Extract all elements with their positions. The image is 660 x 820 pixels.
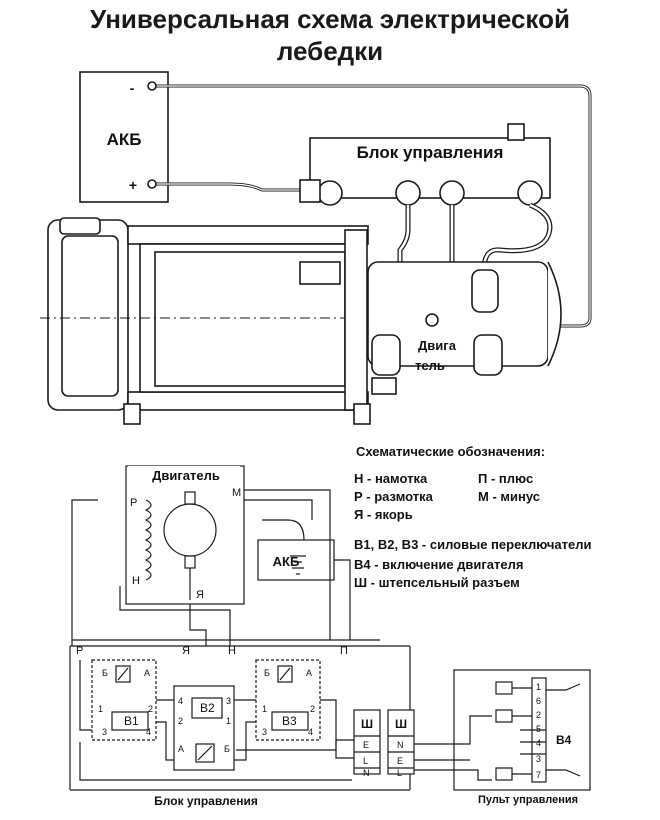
remote-pin-6: 6: [536, 696, 541, 706]
remote-b4-label: В4: [556, 733, 572, 747]
schematic-remote-label: Пульт управления: [478, 794, 578, 806]
b1-pin-4: 4: [146, 727, 151, 737]
legend-b4: В4 - включение двигателя: [354, 557, 524, 572]
battery-plus-sign: +: [129, 177, 137, 193]
sh-left-pin-n: N: [363, 768, 370, 778]
connector-sh-left: [353, 709, 381, 775]
b3-pin-2: 2: [310, 704, 315, 714]
battery-minus-wire: [150, 182, 300, 192]
terminal-n-motor: Н: [132, 575, 140, 587]
schematic-motor-label: Двигатель: [152, 468, 220, 483]
schematic-control-block-label: Блок управления: [154, 794, 258, 808]
switch-b2: [173, 685, 235, 771]
legend-ya: Я - якорь: [354, 507, 413, 522]
battery-minus-sign: -: [130, 80, 135, 96]
remote-pin-4: 4: [536, 738, 541, 748]
motor-label-line-2: тель: [415, 358, 445, 373]
motor-cable-3: [481, 202, 553, 271]
b2-pin-a: А: [178, 744, 184, 754]
legend-sh: Ш - штепсельный разъем: [354, 575, 520, 590]
legend-n: Н - намотка: [354, 471, 428, 486]
b2-pin-1: 1: [226, 716, 231, 726]
b2-pin-3: 3: [226, 696, 231, 706]
b3-pin-4: 4: [308, 727, 313, 737]
b1-pin-b: Б: [102, 668, 108, 678]
remote-pin-5: 5: [536, 724, 541, 734]
b2-pin-4: 4: [178, 696, 183, 706]
connector-sh-right-label: Ш: [395, 717, 407, 731]
sh-left-pin-l: L: [363, 756, 368, 766]
motor-label-line-1: Двига: [418, 338, 457, 353]
switch-b3-label: В3: [282, 714, 297, 728]
terminal-n-block: Н: [228, 645, 236, 657]
sh-right-pin-l: L: [397, 768, 402, 778]
legend-p: П - плюс: [478, 471, 534, 486]
schematic-battery-label: АКБ: [273, 554, 300, 569]
b1-pin-2: 2: [148, 704, 153, 714]
legend-heading: Схематические обозначения:: [356, 444, 546, 459]
control-block-housing: [309, 137, 551, 199]
remote-pin-3: 3: [536, 754, 541, 764]
motor-frame: [125, 465, 245, 605]
legend-r: Р - размотка: [354, 489, 433, 504]
terminal-r-block: Р: [76, 645, 83, 657]
legend-b123: В1, В2, В3 - силовые переключатели: [354, 537, 592, 552]
battery-label: АКБ: [107, 130, 142, 149]
b2-pin-2: 2: [178, 716, 183, 726]
b2-pin-b: Б: [224, 744, 230, 754]
switch-b1-label: В1: [124, 714, 139, 728]
remote-pin-1: 1: [536, 682, 541, 692]
switch-b2-label: В2: [200, 701, 215, 715]
terminal-ya-motor: Я: [196, 589, 204, 601]
terminal-m-motor: М: [232, 487, 241, 499]
sh-right-pin-n: N: [397, 740, 404, 750]
motor-body: [367, 261, 562, 395]
b3-pin-1: 1: [262, 704, 267, 714]
legend-m: М - минус: [478, 489, 540, 504]
gearbox-housing: [47, 219, 129, 411]
b1-pin-3: 3: [102, 727, 107, 737]
title-line-1: Универсальная схема электрической: [90, 4, 570, 34]
remote-frame: [453, 669, 591, 791]
connector-sh-left-label: Ш: [361, 717, 373, 731]
sh-right-pin-e: E: [397, 756, 403, 766]
b1-pin-1: 1: [98, 704, 103, 714]
switch-b1: [91, 659, 157, 741]
field-coil: [144, 499, 152, 581]
b1-pin-a: А: [144, 668, 150, 678]
winch-drum: [40, 225, 450, 411]
electrical-schematic: [69, 465, 591, 791]
b3-pin-a: А: [306, 668, 312, 678]
b3-pin-b: Б: [264, 668, 270, 678]
sh-left-pin-e: E: [363, 740, 369, 750]
armature: [163, 503, 217, 557]
winch-illustration: [40, 71, 592, 425]
connector-sh-right: [387, 709, 415, 775]
remote-pin-7: 7: [536, 770, 541, 780]
terminal-r-motor: Р: [130, 497, 137, 509]
terminal-p-block: П: [340, 645, 348, 657]
title-line-2: лебедки: [276, 36, 384, 66]
remote-pin-2: 2: [536, 710, 541, 720]
terminal-ya-block: Я: [182, 645, 190, 657]
control-block-label: Блок управления: [357, 143, 504, 162]
b3-pin-3: 3: [262, 727, 267, 737]
